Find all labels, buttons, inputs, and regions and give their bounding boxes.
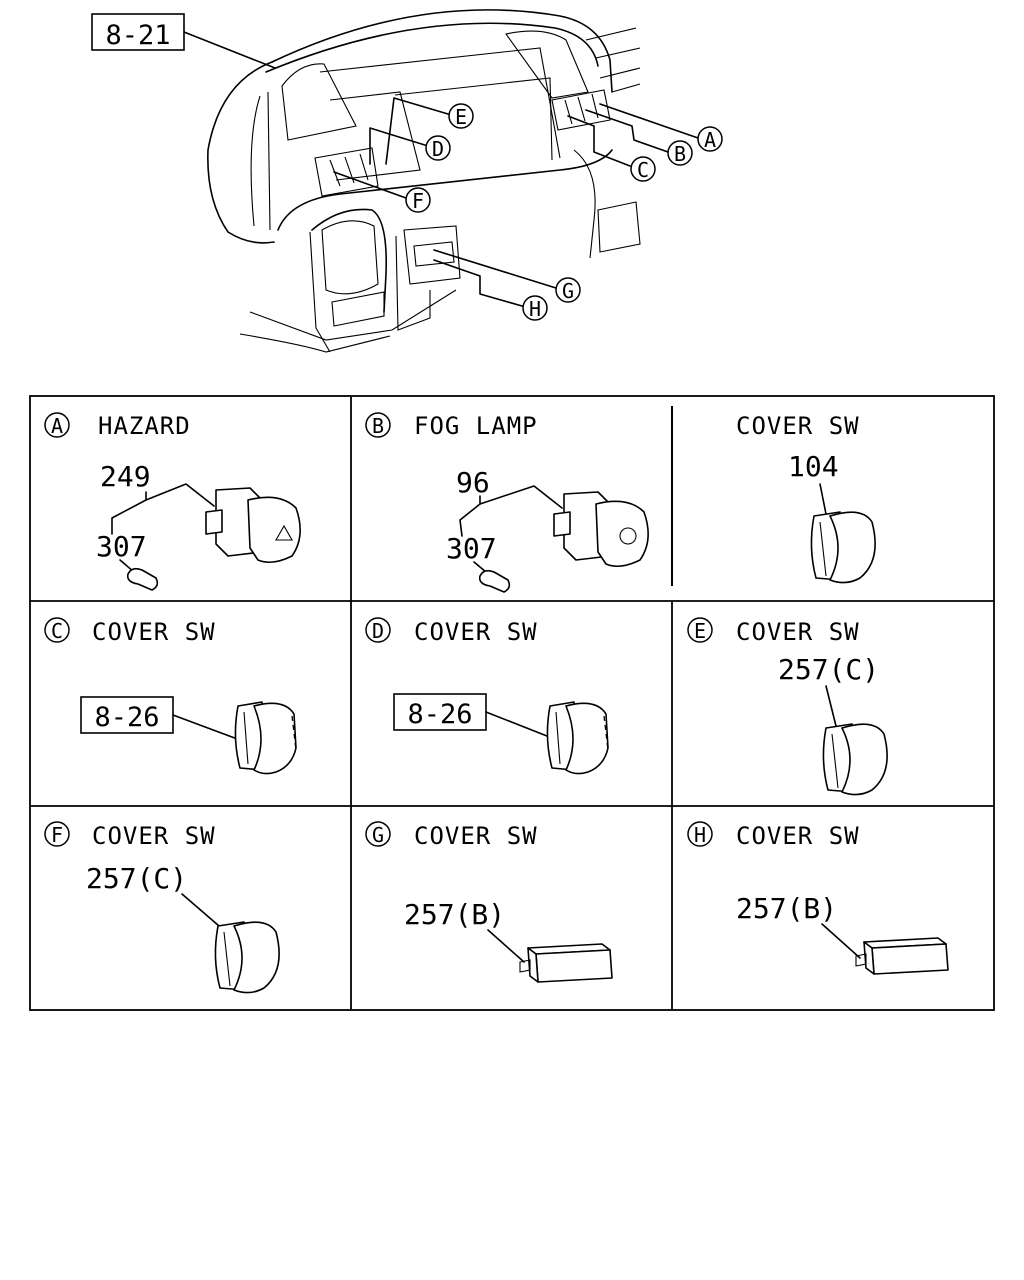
panel-d-title: COVER SW bbox=[414, 618, 538, 646]
panel-b-letter: B bbox=[372, 414, 384, 438]
cover-switch-icon bbox=[214, 921, 280, 994]
overview-ref-box[interactable] bbox=[91, 13, 185, 51]
panel-e-letter: E bbox=[694, 619, 706, 643]
dashboard-outline bbox=[207, 9, 641, 353]
panel-a-hazard: A HAZARD 249 307 bbox=[44, 412, 301, 591]
panel-e-title: COVER SW bbox=[736, 618, 860, 646]
svg-text:H: H bbox=[529, 297, 541, 321]
dashboard-overview: 8-21 bbox=[91, 9, 723, 353]
panel-b-title: FOG LAMP bbox=[414, 412, 538, 440]
cover-switch-icon bbox=[546, 701, 609, 775]
svg-text:B: B bbox=[674, 142, 686, 166]
fog-lamp-switch-icon bbox=[553, 491, 649, 568]
svg-text:A: A bbox=[704, 128, 716, 152]
panel-h-cover-sw: H COVER SW 257(B) bbox=[687, 821, 949, 975]
cover-switch-icon bbox=[234, 701, 297, 775]
panel-e-part[interactable]: 257(C) bbox=[778, 653, 879, 686]
bulb-icon bbox=[478, 569, 511, 593]
panel-h-letter-circle bbox=[687, 821, 713, 847]
panel-c-ref-box[interactable] bbox=[80, 696, 174, 734]
callout-h[interactable]: H bbox=[522, 295, 548, 321]
panel-d-cover-sw: D COVER SW 8-26 bbox=[365, 617, 609, 775]
panel-h-part[interactable]: 257(B) bbox=[736, 892, 837, 925]
panel-f-letter: F bbox=[51, 823, 63, 847]
panel-c-cover-sw: C COVER SW 8-26 bbox=[44, 617, 297, 775]
bulb-icon bbox=[126, 567, 159, 591]
callout-e[interactable]: E bbox=[448, 103, 474, 129]
callout-g[interactable]: G bbox=[555, 277, 581, 303]
cover-switch-icon bbox=[810, 511, 876, 584]
panel-b-letter-circle bbox=[365, 412, 391, 438]
svg-text:D: D bbox=[432, 137, 444, 161]
panel-d-letter: D bbox=[372, 619, 384, 643]
blank-cover-icon bbox=[855, 937, 949, 975]
panel-104-title: COVER SW bbox=[736, 412, 860, 440]
panel-f-letter-circle bbox=[44, 821, 70, 847]
panel-c-letter-circle bbox=[44, 617, 70, 643]
panel-g-letter-circle bbox=[365, 821, 391, 847]
callout-b[interactable]: B bbox=[667, 140, 693, 166]
panel-b-fog-lamp: B FOG LAMP 96 307 bbox=[365, 412, 649, 593]
panel-104-part[interactable]: 104 bbox=[788, 450, 839, 483]
panel-a-part-307[interactable]: 307 bbox=[96, 530, 147, 563]
blank-cover-icon bbox=[519, 943, 613, 983]
panel-c-title: COVER SW bbox=[92, 618, 216, 646]
panel-g-letter: G bbox=[372, 823, 384, 847]
panel-g-part[interactable]: 257(B) bbox=[404, 898, 505, 931]
overview-ref-label: 8-21 bbox=[105, 20, 170, 51]
panel-c-letter: C bbox=[51, 619, 63, 643]
hazard-switch-icon bbox=[205, 487, 301, 564]
callout-c[interactable]: C bbox=[630, 156, 656, 182]
panel-a-letter: A bbox=[51, 414, 63, 438]
panel-g-title: COVER SW bbox=[414, 822, 538, 850]
callout-f[interactable]: F bbox=[405, 187, 431, 213]
panel-d-letter-circle bbox=[365, 617, 391, 643]
panel-cover-sw-104: COVER SW 104 bbox=[736, 412, 876, 584]
svg-text:E: E bbox=[455, 105, 467, 129]
panel-a-title: HAZARD bbox=[98, 412, 191, 440]
svg-text:F: F bbox=[412, 189, 424, 213]
panel-b-part-96[interactable]: 96 bbox=[456, 466, 490, 499]
cover-switch-icon bbox=[822, 723, 888, 796]
panel-c-ref-label: 8-26 bbox=[94, 702, 159, 733]
panel-d-ref-label: 8-26 bbox=[407, 699, 472, 730]
panel-b-part-307[interactable]: 307 bbox=[446, 532, 497, 565]
callout-d[interactable]: D bbox=[425, 135, 451, 161]
callout-a[interactable]: A bbox=[697, 126, 723, 152]
panel-f-title: COVER SW bbox=[92, 822, 216, 850]
panel-g-cover-sw: G COVER SW 257(B) bbox=[365, 821, 613, 983]
svg-text:C: C bbox=[637, 158, 649, 182]
panel-f-cover-sw: F COVER SW 257(C) bbox=[44, 821, 280, 994]
panel-h-title: COVER SW bbox=[736, 822, 860, 850]
panel-d-ref-box[interactable] bbox=[393, 693, 487, 731]
panel-a-letter-circle bbox=[44, 412, 70, 438]
parts-grid bbox=[29, 395, 995, 1011]
panel-a-part-249[interactable]: 249 bbox=[100, 460, 151, 493]
panel-e-cover-sw: E COVER SW 257(C) bbox=[687, 617, 888, 796]
svg-text:G: G bbox=[562, 279, 574, 303]
callout-leaders bbox=[333, 97, 699, 307]
panel-h-letter: H bbox=[694, 823, 706, 847]
panel-f-part[interactable]: 257(C) bbox=[86, 862, 187, 895]
panel-e-letter-circle bbox=[687, 617, 713, 643]
